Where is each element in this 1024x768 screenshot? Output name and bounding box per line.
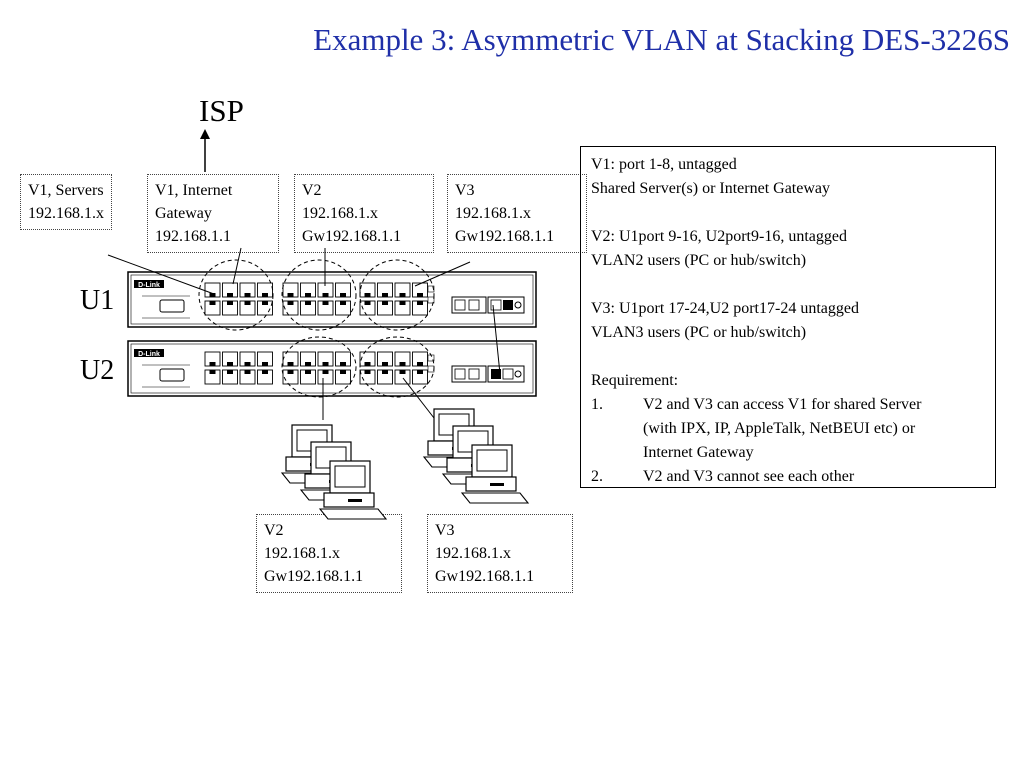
requirement-item-1: 1. V2 and V3 can access V1 for shared Se… bbox=[591, 396, 922, 461]
port-latch bbox=[287, 362, 294, 366]
port-latch bbox=[227, 293, 233, 297]
port-latch bbox=[209, 362, 216, 366]
port-latch bbox=[287, 293, 294, 297]
port-latch bbox=[244, 293, 251, 297]
port-latch bbox=[244, 362, 251, 366]
ellipse-u1-v2 bbox=[281, 259, 357, 331]
port-latch bbox=[305, 301, 311, 305]
port-latch bbox=[399, 301, 406, 305]
port-latch bbox=[364, 301, 371, 305]
port-latch bbox=[209, 370, 216, 374]
isp-label: ISP bbox=[199, 93, 244, 128]
port-latch bbox=[305, 362, 311, 366]
port-latch bbox=[262, 362, 268, 366]
unit-u1-label: U1 bbox=[80, 285, 115, 316]
port-latch bbox=[322, 362, 329, 366]
port-latch bbox=[305, 370, 311, 374]
port-latch bbox=[322, 301, 329, 305]
port-latch bbox=[382, 362, 388, 366]
port-latch bbox=[262, 370, 268, 374]
slide-title: Example 3: Asymmetric VLAN at Stacking D… bbox=[313, 22, 1010, 57]
port-latch bbox=[262, 293, 268, 297]
port-latch bbox=[399, 293, 406, 297]
ellipse-u1-v3 bbox=[359, 259, 435, 331]
port-latch bbox=[340, 370, 346, 374]
note-v1-ports: V1: port 1-8, untagged bbox=[591, 156, 737, 173]
unit-u2-label: U2 bbox=[80, 355, 115, 386]
note-v2-desc: VLAN2 users (PC or hub/switch) bbox=[591, 252, 807, 269]
port-latch bbox=[417, 370, 423, 374]
port-latch bbox=[417, 362, 423, 366]
switch-u1: D-Link bbox=[127, 271, 537, 328]
port-latch bbox=[244, 370, 251, 374]
port-latch bbox=[399, 362, 406, 366]
note-v3-ports: V3: U1port 17-24,U2 port17-24 untagged bbox=[591, 300, 859, 317]
pc-group-v2 bbox=[281, 424, 387, 520]
port-latch bbox=[322, 370, 329, 374]
port-latch bbox=[227, 301, 233, 305]
pc-group-v3 bbox=[423, 408, 529, 504]
port-latch bbox=[382, 370, 388, 374]
port-latch bbox=[244, 301, 251, 305]
port-latch bbox=[209, 293, 216, 297]
svg-text:D-Link: D-Link bbox=[138, 282, 160, 289]
port-latch bbox=[417, 301, 423, 305]
port-latch bbox=[364, 293, 371, 297]
ellipse-u1-v1 bbox=[198, 259, 274, 331]
ellipse-u2-v2 bbox=[281, 336, 357, 398]
port-latch bbox=[399, 370, 406, 374]
port-latch bbox=[382, 293, 388, 297]
port-latch bbox=[287, 370, 294, 374]
note-v2-ports: V2: U1port 9-16, U2port9-16, untagged bbox=[591, 228, 847, 245]
port-latch bbox=[262, 301, 268, 305]
port-latch bbox=[340, 362, 346, 366]
port-latch bbox=[340, 293, 346, 297]
port-latch bbox=[382, 301, 388, 305]
port-latch bbox=[287, 301, 294, 305]
svg-text:D-Link: D-Link bbox=[138, 351, 160, 358]
switch-u2: D-Link bbox=[127, 340, 537, 397]
port-latch bbox=[227, 362, 233, 366]
port-latch bbox=[364, 362, 371, 366]
port-latch bbox=[340, 301, 346, 305]
port-latch bbox=[364, 370, 371, 374]
port-latch bbox=[417, 293, 423, 297]
note-v3-desc: VLAN3 users (PC or hub/switch) bbox=[591, 324, 807, 341]
requirement-heading: Requirement: bbox=[591, 372, 679, 389]
ellipse-u2-v3 bbox=[359, 336, 435, 398]
requirement-item-2: 2. V2 and V3 cannot see each other bbox=[591, 468, 855, 485]
isp-arrow-icon bbox=[200, 129, 210, 139]
note-v1-desc: Shared Server(s) or Internet Gateway bbox=[591, 180, 831, 197]
vlan-notes-box: V1: port 1-8, untagged Shared Server(s) … bbox=[580, 146, 996, 488]
port-latch bbox=[209, 301, 216, 305]
port-latch bbox=[322, 293, 329, 297]
port-latch bbox=[305, 293, 311, 297]
port-latch bbox=[227, 370, 233, 374]
